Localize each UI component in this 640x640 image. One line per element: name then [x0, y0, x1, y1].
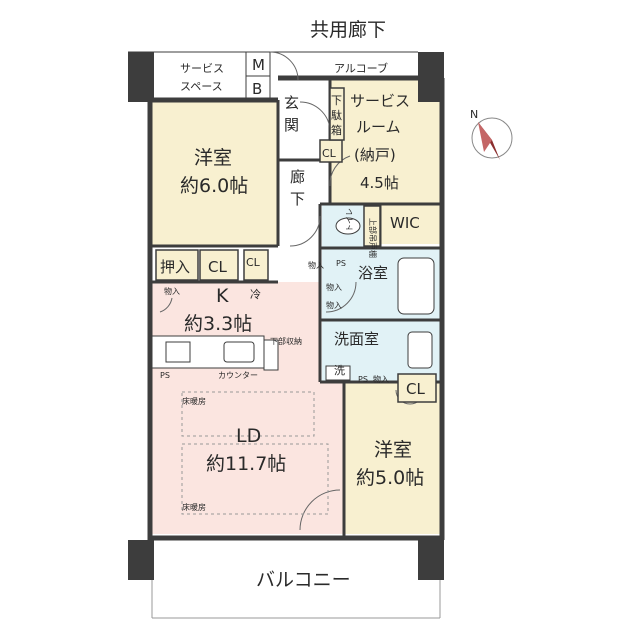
- column-bottom-right: [418, 540, 444, 580]
- western1-size: 約6.0帖: [180, 175, 248, 197]
- top-details: [128, 51, 418, 101]
- ps-label-2: PS: [160, 371, 170, 380]
- mb-label-m: M: [252, 56, 265, 74]
- hall-label-a: 廊: [290, 168, 305, 186]
- toilet-storage-label: 上部吊戸棚: [368, 218, 378, 258]
- storage-label-5: 物入: [308, 260, 324, 270]
- service-room-label-2: ルーム: [356, 118, 401, 136]
- balcony-label: バルコニー: [256, 569, 351, 591]
- compass: [471, 117, 513, 160]
- shoe-box-label-c: 箱: [331, 123, 342, 137]
- service-room-label-4: 4.5帖: [360, 174, 399, 192]
- bath-label: 浴室: [358, 264, 388, 282]
- counter-label: カウンター: [218, 371, 258, 380]
- toilet-label: トイレ: [345, 208, 354, 232]
- service-space-label: サービス: [180, 62, 224, 75]
- k-label: K: [216, 285, 229, 307]
- oshiire-label: 押入: [160, 258, 190, 276]
- ld-size: 約11.7帖: [206, 453, 286, 475]
- storage-label-4: 物入: [373, 374, 389, 384]
- corridor-label: 共用廊下: [310, 19, 386, 41]
- column-top-left: [128, 52, 154, 102]
- under-storage-label: 下部収納: [270, 336, 302, 346]
- kitchen-counter: [151, 335, 279, 371]
- fixtures: [325, 217, 435, 381]
- alcove-label: アルコーブ: [334, 61, 388, 75]
- column-bottom-left: [128, 540, 154, 580]
- cl-label-k2: CL: [246, 256, 261, 269]
- balcony: [151, 580, 441, 619]
- storage-label-2: 物入: [326, 300, 342, 310]
- cl-label-service: CL: [322, 147, 337, 160]
- storage-label-1: 物入: [326, 282, 342, 292]
- hall-label-b: 下: [290, 190, 305, 208]
- closets: [155, 87, 437, 403]
- fridge-label: 冷: [250, 288, 261, 301]
- service-room-label-1: サービス: [350, 92, 410, 110]
- western2-label: 洋室: [374, 439, 412, 461]
- room-wic: [380, 204, 440, 244]
- storage-label-3: 物入: [164, 286, 180, 296]
- mb-label-b: B: [252, 80, 262, 98]
- room-western-1: [152, 102, 278, 246]
- service-space-label-2: スペース: [180, 80, 223, 93]
- floor-heating-label-2: 床暖房: [182, 502, 206, 512]
- entrance-label-b: 関: [284, 116, 299, 134]
- ld-label: LD: [236, 425, 261, 447]
- shoe-box-label-b: 駄: [331, 108, 342, 122]
- service-room-label-3: (納戸): [354, 146, 396, 164]
- western2-size: 約5.0帖: [356, 467, 424, 489]
- room-ld: [152, 382, 344, 534]
- washroom-label: 洗面室: [334, 330, 379, 348]
- shoe-box-label-a: 下: [331, 94, 342, 107]
- column-top-right: [418, 52, 444, 102]
- k-size: 約3.3帖: [184, 313, 252, 335]
- cl-label-western2: CL: [406, 380, 425, 398]
- floor-heating-zones: [181, 391, 329, 515]
- wash-label: 洗: [334, 364, 345, 377]
- western1-label: 洋室: [194, 147, 232, 169]
- wic-label: WIC: [390, 214, 420, 232]
- entrance-label-a: 玄: [284, 94, 299, 112]
- ps-label-3: PS: [358, 375, 368, 384]
- room-western-2: [344, 382, 440, 534]
- ps-label-1: PS: [336, 259, 346, 268]
- floor-heating-label-1: 床暖房: [182, 396, 206, 406]
- north-label: N: [470, 108, 478, 121]
- cl-label-k1: CL: [208, 258, 227, 276]
